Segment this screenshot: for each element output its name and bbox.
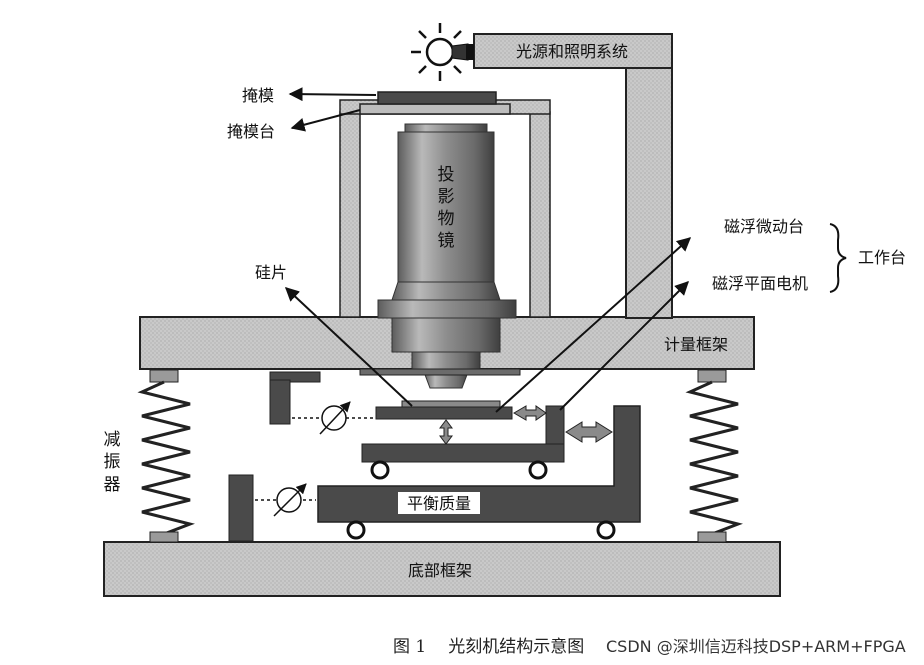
damper-right — [685, 369, 743, 543]
wafer-label: 硅片 — [255, 263, 287, 282]
balance-mass-wheels — [346, 520, 616, 540]
light-source-support — [625, 67, 673, 319]
projection-objective — [377, 123, 517, 389]
damper-label-2: 振 — [104, 452, 121, 472]
light-source-box — [473, 33, 673, 69]
objective-label-1: 投 — [438, 165, 455, 185]
column-left — [339, 111, 361, 318]
frame-underside-strip — [359, 368, 521, 376]
sensor-bracket-top — [269, 371, 321, 383]
light-bulb-icon — [411, 23, 474, 81]
wafer-arrow — [284, 287, 413, 407]
planar-motor-wheels — [370, 460, 548, 480]
fine-actuator-arrow — [513, 405, 547, 421]
watermark: CSDN @深圳信迈科技DSP+ARM+FPGA — [606, 637, 906, 656]
column-right — [529, 111, 551, 318]
fine-stage-side — [545, 405, 565, 451]
planar-motor-arrow — [559, 281, 689, 411]
metrology-frame-label: 计量框架 — [664, 335, 728, 354]
damper-label-3: 器 — [104, 475, 121, 495]
fine-stage — [375, 406, 513, 420]
balance-mass-label: 平衡质量 — [407, 494, 471, 513]
figure-number: 图 1 — [393, 637, 427, 657]
interferometer-lower — [255, 483, 316, 517]
objective-label-2: 影 — [438, 187, 455, 207]
coarse-actuator-arrow — [565, 421, 613, 443]
mask — [377, 91, 497, 105]
lower-sensor-post — [228, 474, 254, 542]
objective-label-4: 镜 — [438, 231, 455, 251]
work-stage-brace — [829, 223, 847, 293]
fine-stage-arrow — [495, 237, 692, 413]
maglev-fine-stage-label: 磁浮微动台 — [724, 217, 804, 236]
base-frame — [103, 541, 781, 597]
wafer — [401, 400, 501, 408]
damper-label-1: 减 — [104, 430, 121, 450]
mask-stage-arrow — [290, 109, 361, 132]
work-stage-label: 工作台 — [858, 248, 906, 267]
interferometer-upper — [292, 401, 376, 435]
planar-motor-stage — [361, 443, 565, 463]
balance-mass — [317, 405, 641, 523]
base-frame-label: 底部框架 — [408, 561, 472, 580]
damper-left — [137, 369, 195, 543]
light-source-label: 光源和照明系统 — [516, 42, 628, 61]
mask-stage — [359, 103, 511, 115]
vertical-actuator-arrow — [439, 419, 453, 445]
mask-label: 掩模 — [242, 86, 274, 105]
objective-label-3: 物 — [438, 209, 455, 229]
mask-arrow — [288, 87, 377, 102]
figure-title: 光刻机结构示意图 — [448, 637, 585, 657]
sensor-bracket — [269, 379, 291, 425]
figure-caption: 图 1 光刻机结构示意图 — [393, 632, 584, 657]
mask-stage-label: 掩模台 — [227, 122, 275, 141]
maglev-planar-motor-label: 磁浮平面电机 — [712, 274, 808, 293]
